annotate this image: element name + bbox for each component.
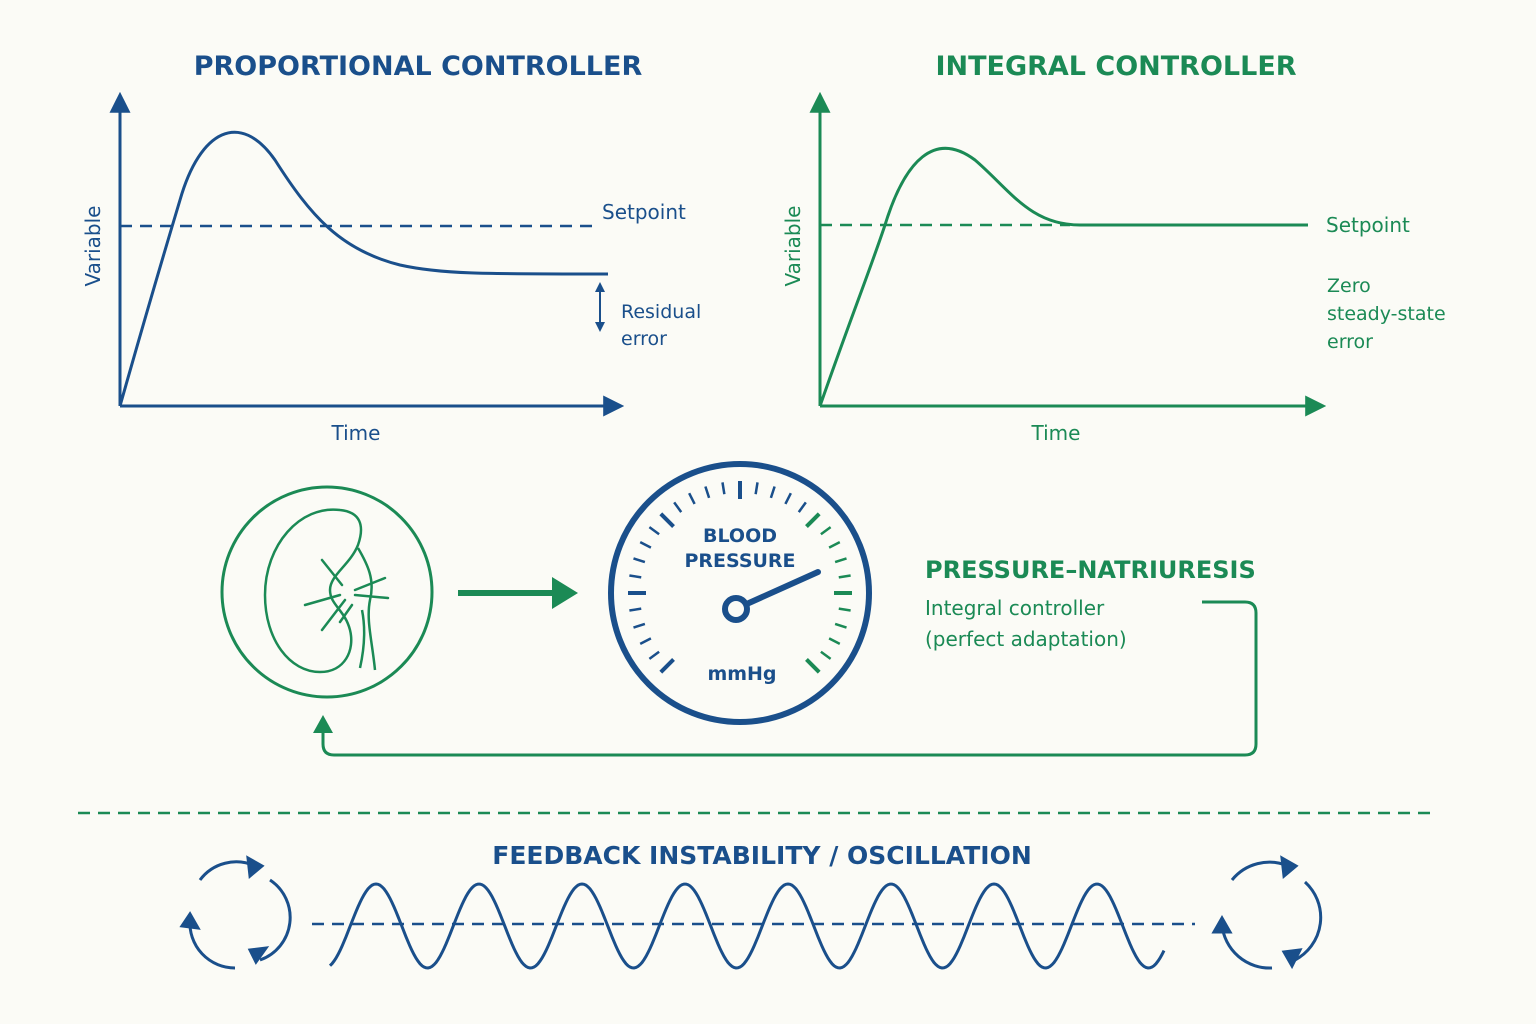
gauge-tick [629, 607, 642, 612]
gauge-tick [648, 526, 660, 536]
gauge-tick [820, 526, 832, 536]
gauge-tick [754, 482, 759, 495]
oscillation-title: FEEDBACK INSTABILITY / OSCILLATION [492, 841, 1032, 870]
gauge-tick [721, 482, 726, 495]
gauge-label-line2: PRESSURE [684, 550, 795, 572]
feedback-arrow-head [313, 715, 333, 733]
integral-setpoint-label: Setpoint [1326, 213, 1410, 237]
gauge-tick [820, 650, 832, 660]
zero-error-label-1: Zero [1327, 275, 1371, 297]
mechanism-desc-line1: Integral controller [925, 596, 1105, 620]
gauge-tick [769, 486, 776, 499]
gauge-tick [838, 607, 851, 612]
zero-error-label-2: steady-state [1327, 303, 1446, 325]
gauge-tick [828, 637, 841, 645]
proportional-response-curve [118, 130, 609, 407]
feedback-return-path [321, 600, 1258, 757]
gauge-tick [805, 658, 821, 674]
proportional-setpoint-label: Setpoint [602, 200, 686, 224]
feedback-loop: BLOOD PRESSURE mmHg PRESSURE–NATRIURESIS… [220, 461, 1258, 757]
gauge-tick [639, 541, 652, 549]
residual-error-label-1: Residual [621, 301, 701, 323]
integral-x-label: Time [1031, 421, 1081, 445]
proportional-title: PROPORTIONAL CONTROLLER [194, 51, 643, 82]
gauge-tick [633, 557, 646, 564]
gauge-tick [704, 486, 711, 499]
gauge-tick [639, 637, 652, 645]
residual-error-label-2: error [621, 328, 667, 350]
gauge-unit: mmHg [707, 663, 776, 685]
integral-y-label: Variable [781, 206, 805, 287]
integral-response-curve [818, 147, 1308, 407]
gauge-tick [659, 512, 675, 528]
gauge-tick [673, 501, 683, 513]
gauge-tick [797, 501, 807, 513]
gauge-needle [737, 569, 821, 610]
gauge-tick [629, 574, 642, 579]
arrow-head [552, 577, 578, 609]
gauge-tick [659, 658, 675, 674]
cycle-arrows-icon-left [179, 855, 292, 970]
proportional-x-label: Time [331, 421, 381, 445]
gauge-hub [722, 595, 750, 623]
gauge-label-line1: BLOOD [703, 525, 777, 547]
gauge-tick [784, 492, 792, 505]
proportional-y-label: Variable [81, 206, 105, 287]
kidney-icon [220, 485, 434, 699]
gauge-tick [805, 512, 821, 528]
mechanism-desc-line2: (perfect adaptation) [925, 627, 1127, 651]
blood-pressure-gauge: BLOOD PRESSURE mmHg [608, 461, 872, 725]
oscillation-panel: FEEDBACK INSTABILITY / OSCILLATION [179, 841, 1323, 970]
gauge-tick [633, 622, 646, 629]
gauge-tick [648, 650, 660, 660]
zero-error-label-3: error [1327, 331, 1373, 353]
integral-panel: INTEGRAL CONTROLLER Setpoint Zero steady… [781, 51, 1446, 445]
cycle-arrows-icon-right [1211, 855, 1323, 970]
proportional-panel: PROPORTIONAL CONTROLLER Setpoint Residua… [81, 51, 701, 445]
gauge-tick [838, 574, 851, 579]
mechanism-title: PRESSURE–NATRIURESIS [925, 556, 1256, 584]
integral-title: INTEGRAL CONTROLLER [935, 51, 1296, 82]
gauge-tick [834, 557, 847, 564]
gauge-tick [688, 492, 696, 505]
oscillation-wave [328, 882, 1166, 970]
gauge-ticks [628, 481, 852, 674]
gauge-tick [834, 622, 847, 629]
gauge-tick [828, 541, 841, 549]
